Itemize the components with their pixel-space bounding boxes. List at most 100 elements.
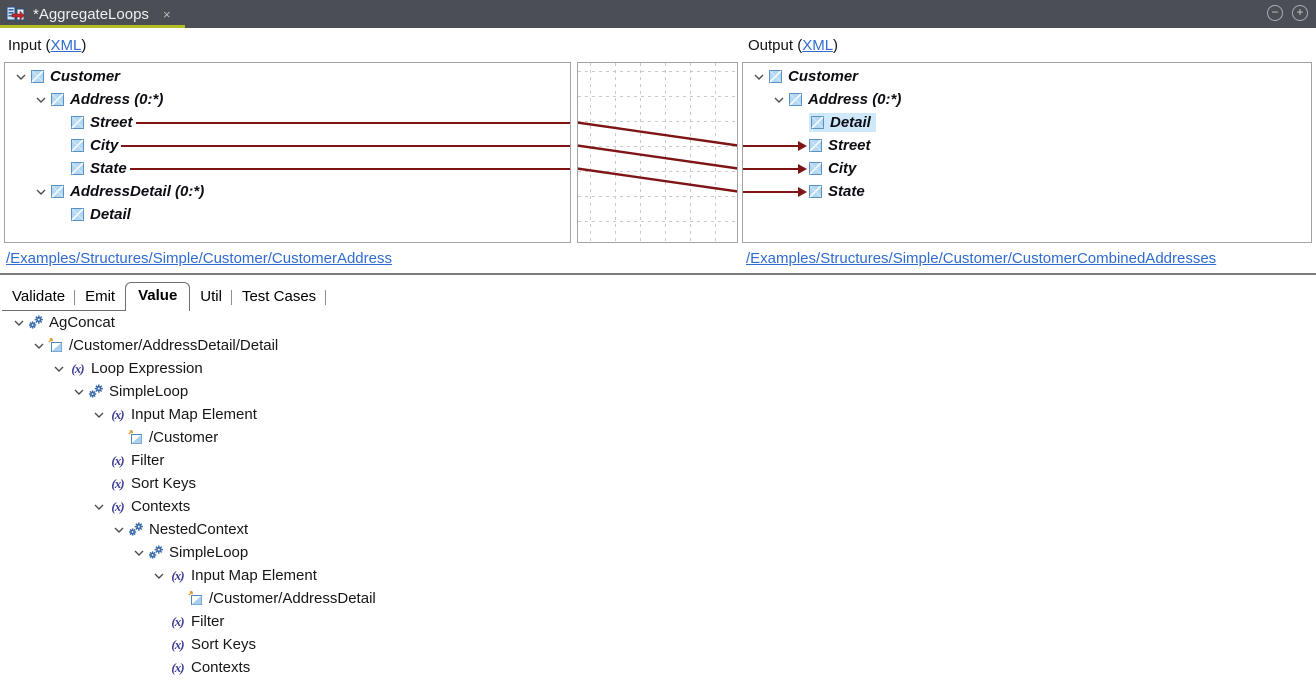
chevron-down-icon[interactable] bbox=[90, 409, 108, 421]
input-tree-row[interactable]: State bbox=[5, 157, 570, 180]
value-tree-row[interactable]: (x) Loop Expression bbox=[0, 357, 1316, 380]
output-tree-row[interactable]: State bbox=[743, 180, 1311, 203]
value-tree-row[interactable]: /Customer bbox=[0, 426, 1316, 449]
input-tree-row[interactable]: City bbox=[5, 134, 570, 157]
tab-validate[interactable]: Validate bbox=[2, 284, 76, 311]
chevron-down-icon[interactable] bbox=[31, 186, 51, 198]
value-tree-row[interactable]: (x)Sort Keys bbox=[0, 472, 1316, 495]
mapping-arrow-line[interactable] bbox=[743, 190, 799, 193]
input-structure-link[interactable]: /Examples/Structures/Simple/Customer/Cus… bbox=[6, 250, 392, 267]
mapping-line[interactable] bbox=[135, 121, 570, 124]
tab-util[interactable]: Util bbox=[190, 284, 232, 311]
input-header-text-close: ) bbox=[81, 37, 87, 54]
tab-emit[interactable]: Emit bbox=[85, 288, 116, 305]
gears-icon bbox=[28, 315, 44, 330]
pane-divider[interactable] bbox=[0, 273, 1316, 275]
chevron-down-icon[interactable] bbox=[150, 570, 168, 582]
chevron-down-icon[interactable] bbox=[769, 94, 789, 106]
expression-icon: (x) bbox=[71, 360, 84, 376]
expression-icon: (x) bbox=[171, 613, 184, 629]
chevron-down-icon[interactable] bbox=[50, 363, 68, 375]
node-label: SimpleLoop bbox=[169, 544, 249, 561]
tab-value[interactable]: Value bbox=[125, 282, 191, 311]
value-tree-row[interactable]: (x) Contexts bbox=[0, 495, 1316, 518]
tab-baseline bbox=[2, 310, 125, 311]
node-label: /Customer bbox=[149, 429, 219, 446]
value-tree-row[interactable]: (x)Contexts bbox=[0, 656, 1316, 679]
chevron-down-icon[interactable] bbox=[90, 501, 108, 513]
mapping-connection-line[interactable] bbox=[576, 144, 739, 170]
output-tree-row[interactable]: Address (0:*) bbox=[743, 88, 1311, 111]
value-tree-row[interactable]: SimpleLoop bbox=[0, 380, 1316, 403]
chevron-down-icon[interactable] bbox=[130, 547, 148, 559]
node-label: /Customer/AddressDetail/Detail bbox=[69, 337, 279, 354]
node-label: Address (0:*) bbox=[70, 91, 164, 108]
value-tree-row[interactable]: /Customer/AddressDetail/Detail bbox=[0, 334, 1316, 357]
selected-node[interactable]: Detail bbox=[809, 113, 876, 132]
node-label: Loop Expression bbox=[91, 360, 203, 377]
close-document-icon[interactable]: × bbox=[162, 6, 171, 22]
value-tree-row[interactable]: (x)Input Map Element bbox=[0, 403, 1316, 426]
value-tree-row[interactable]: /Customer/AddressDetail bbox=[0, 587, 1316, 610]
document-tab[interactable]: *AggregateLoops × bbox=[0, 0, 185, 28]
node-label: Street bbox=[828, 137, 871, 154]
input-tree-row[interactable]: Street bbox=[5, 111, 570, 134]
chevron-down-icon[interactable] bbox=[31, 94, 51, 106]
output-tree-row[interactable]: Detail bbox=[743, 111, 1311, 134]
output-xml-link[interactable]: XML bbox=[802, 37, 834, 54]
input-tree-panel[interactable]: Customer Address (0:*) Street City State… bbox=[4, 62, 571, 243]
node-label: /Customer/AddressDetail bbox=[209, 590, 376, 607]
output-structure-link[interactable]: /Examples/Structures/Simple/Customer/Cus… bbox=[746, 250, 1217, 267]
value-tree-row[interactable]: (x)Filter bbox=[0, 610, 1316, 633]
value-tree-row[interactable]: AgConcat bbox=[0, 311, 1316, 334]
input-header-text: Input ( bbox=[8, 37, 51, 54]
chevron-down-icon[interactable] bbox=[10, 317, 28, 329]
chevron-down-icon[interactable] bbox=[70, 386, 88, 398]
value-tree-row[interactable]: (x)Input Map Element bbox=[0, 564, 1316, 587]
chevron-down-icon[interactable] bbox=[110, 524, 128, 536]
chevron-down-icon[interactable] bbox=[749, 71, 769, 83]
mapping-line[interactable] bbox=[129, 167, 570, 170]
node-label: NestedContext bbox=[149, 521, 249, 538]
zoom-out-button[interactable]: − bbox=[1267, 4, 1283, 21]
mapping-arrow-line[interactable] bbox=[743, 144, 799, 147]
input-tree-row[interactable]: Customer bbox=[5, 65, 570, 88]
input-xml-link[interactable]: XML bbox=[50, 37, 82, 54]
chevron-down-icon[interactable] bbox=[11, 71, 31, 83]
mapping-canvas[interactable] bbox=[576, 62, 739, 243]
tab-test-cases[interactable]: Test Cases bbox=[232, 284, 327, 311]
active-document-accent bbox=[0, 25, 185, 28]
mapping-line[interactable] bbox=[121, 144, 570, 147]
output-tree-panel[interactable]: Customer Address (0:*) Detail Street Cit… bbox=[742, 62, 1312, 243]
mapping-connection-line[interactable] bbox=[576, 121, 739, 147]
input-tree-row[interactable]: Detail bbox=[5, 203, 570, 226]
zoom-in-button[interactable]: + bbox=[1292, 4, 1308, 21]
mapping-connection-line[interactable] bbox=[576, 167, 739, 193]
expression-icon: (x) bbox=[171, 659, 184, 675]
value-tree-row[interactable]: (x)Filter bbox=[0, 449, 1316, 472]
node-label: Contexts bbox=[131, 498, 191, 515]
output-tree-row[interactable]: Customer bbox=[743, 65, 1311, 88]
output-tree-row[interactable]: City bbox=[743, 157, 1311, 180]
chevron-down-icon[interactable] bbox=[30, 340, 48, 352]
output-tree-row[interactable]: Street bbox=[743, 134, 1311, 157]
node-label: Sort Keys bbox=[191, 636, 257, 653]
gears-icon bbox=[88, 384, 104, 399]
value-tree-row[interactable]: NestedContext bbox=[0, 518, 1316, 541]
input-tree-row[interactable]: Address (0:*) bbox=[5, 88, 570, 111]
expression-icon: (x) bbox=[171, 567, 184, 583]
node-label: Customer bbox=[50, 68, 121, 85]
mapping-arrowhead bbox=[798, 186, 807, 197]
output-header-text-close: ) bbox=[833, 37, 839, 54]
input-tree-row[interactable]: AddressDetail (0:*) bbox=[5, 180, 570, 203]
node-label: Customer bbox=[788, 68, 859, 85]
xml-element-icon bbox=[71, 116, 84, 129]
xml-element-icon bbox=[51, 185, 64, 198]
node-label: Detail bbox=[830, 114, 871, 131]
expression-icon: (x) bbox=[111, 498, 124, 514]
mapping-arrow-line[interactable] bbox=[743, 167, 799, 170]
value-tree-row[interactable]: SimpleLoop bbox=[0, 541, 1316, 564]
value-tree: AgConcat /Customer/AddressDetail/Detail … bbox=[0, 311, 1316, 679]
xml-element-icon bbox=[71, 139, 84, 152]
value-tree-row[interactable]: (x)Sort Keys bbox=[0, 633, 1316, 656]
